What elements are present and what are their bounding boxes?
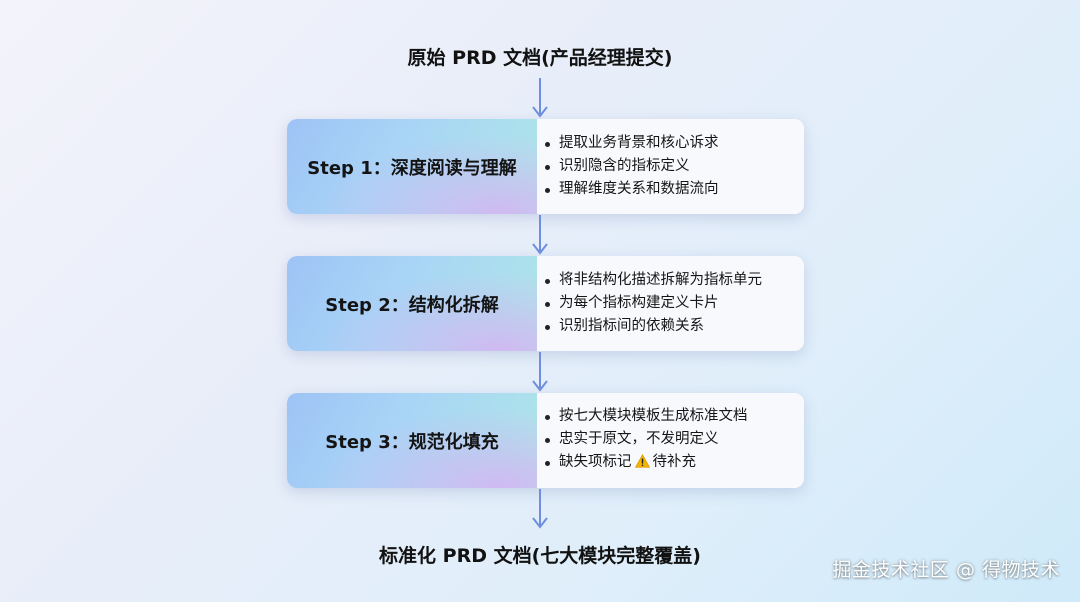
step-bullet-warning: 缺失项标记 待补充 [545,451,804,476]
step-bullet-text: 缺失项标记 [559,454,632,470]
input-document-title: 原始 PRD 文档(产品经理提交) [407,47,673,69]
step-bullet: 忠实于原文，不发明定义 [545,428,804,451]
flow-arrow-3 [532,352,548,392]
flow-arrow-1 [532,78,548,118]
step-bullet: 理解维度关系和数据流向 [545,178,804,201]
step-bullet: 识别指标间的依赖关系 [545,315,804,338]
step-card-3: Step 3：规范化填充 按七大模块模板生成标准文档 忠实于原文，不发明定义 缺… [287,393,804,488]
output-document-title: 标准化 PRD 文档(七大模块完整覆盖) [379,545,701,567]
step-label: Step 3：规范化填充 [287,393,537,488]
step-bullet: 识别隐含的指标定义 [545,155,804,178]
step-bullet: 提取业务背景和核心诉求 [545,132,804,155]
step-label: Step 1：深度阅读与理解 [287,119,537,214]
flow-arrow-2 [532,215,548,255]
flow-arrow-4 [532,489,548,529]
warning-icon [634,453,650,476]
step-label: Step 2：结构化拆解 [287,256,537,351]
step-card-1: Step 1：深度阅读与理解 提取业务背景和核心诉求 识别隐含的指标定义 理解维… [287,119,804,214]
watermark: 掘金技术社区 @ 得物技术 [832,559,1060,581]
step-card-2: Step 2：结构化拆解 将非结构化描述拆解为指标单元 为每个指标构建定义卡片 … [287,256,804,351]
step-bullet-text: 待补充 [652,454,697,470]
step-bullet: 按七大模块模板生成标准文档 [545,405,804,428]
step-bullet: 为每个指标构建定义卡片 [545,292,804,315]
step-bullet: 将非结构化描述拆解为指标单元 [545,269,804,292]
